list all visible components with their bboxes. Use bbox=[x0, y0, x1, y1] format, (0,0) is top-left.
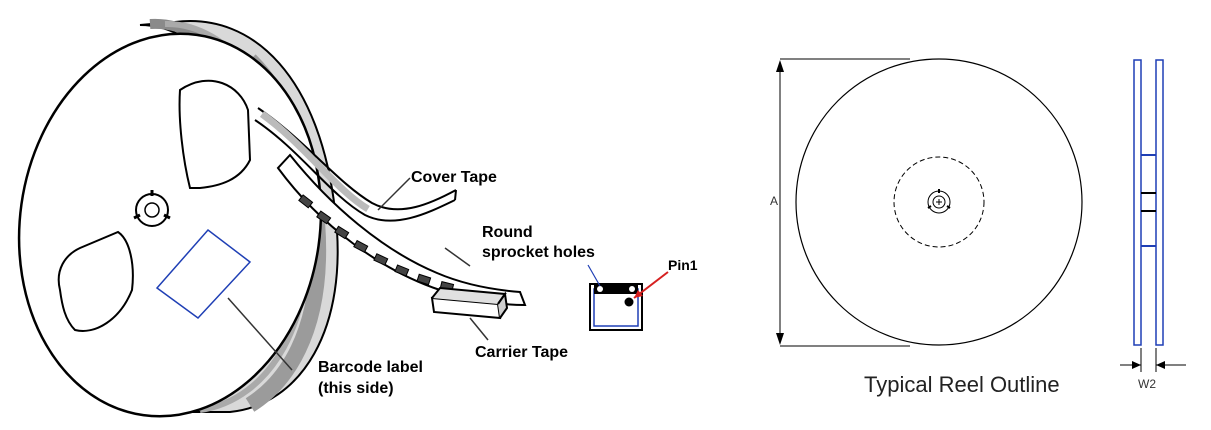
label-cover-tape: Cover Tape bbox=[411, 169, 497, 186]
label-round: Round bbox=[482, 224, 533, 241]
barcode-leader bbox=[227, 297, 293, 371]
cover-tape-leader bbox=[377, 177, 411, 211]
label-pin1: Pin1 bbox=[668, 257, 698, 273]
reel-hub-dashed bbox=[893, 156, 985, 248]
label-dim-w2: W2 bbox=[1138, 377, 1156, 391]
sprocket-leader bbox=[444, 247, 471, 267]
pin1-pocket-detail bbox=[589, 271, 669, 331]
flange-window-top bbox=[178, 79, 252, 189]
label-sprocket-holes: sprocket holes bbox=[482, 244, 595, 261]
carrier-tape bbox=[276, 153, 527, 320]
reel-3d-illustration bbox=[17, 18, 339, 418]
flange-window-left bbox=[57, 230, 134, 332]
reel-side-view bbox=[1133, 59, 1164, 346]
carrier-tape-leader bbox=[469, 317, 489, 341]
cover-tape bbox=[254, 107, 457, 222]
pin1-dot bbox=[624, 297, 634, 307]
reel-outer-circle bbox=[795, 58, 1083, 346]
reel-hub-icon bbox=[133, 190, 171, 227]
label-carrier-tape: Carrier Tape bbox=[475, 344, 569, 361]
label-this-side: (this side) bbox=[318, 380, 394, 397]
label-barcode: Barcode label bbox=[318, 359, 423, 376]
barcode-label-box bbox=[155, 228, 252, 319]
sprocket-to-pocket-leader bbox=[587, 264, 601, 287]
reel-outline-drawing bbox=[776, 58, 1186, 372]
label-dim-a: A bbox=[770, 194, 779, 208]
dim-w2 bbox=[1120, 348, 1186, 372]
caption-typical-reel-outline: Typical Reel Outline bbox=[864, 372, 1060, 397]
